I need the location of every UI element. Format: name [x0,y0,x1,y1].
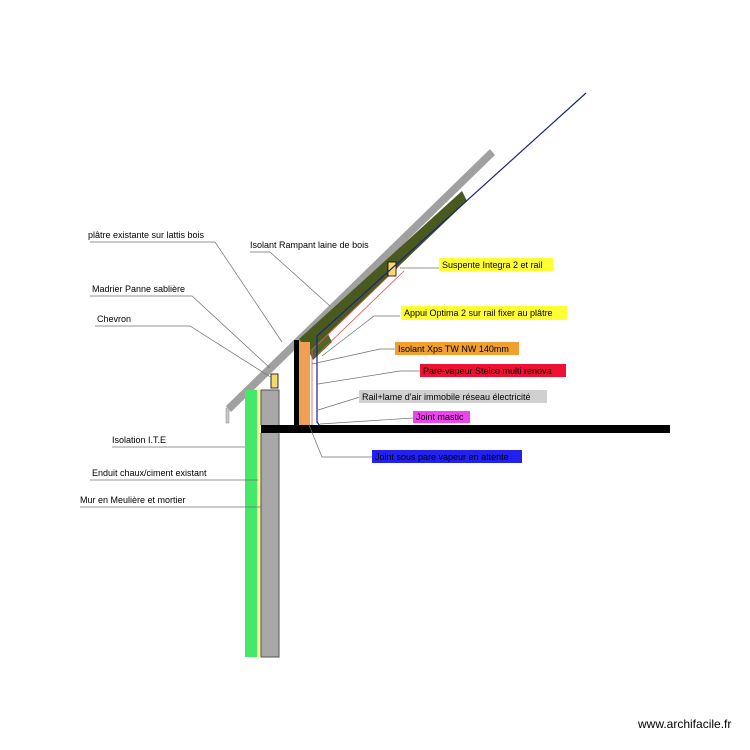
rail-air-highlight [359,390,547,403]
leader-rampant [250,251,331,307]
leader-xps [311,348,395,365]
leader-madrier [90,295,271,369]
leader-appui [321,315,400,357]
label-pare-vapeur: Pare-vapeur Steico multi renova [423,366,552,376]
label-enduit: Enduit chaux/ciment existant [92,468,207,478]
rampant-wood-insulation-lower [309,334,332,360]
label-madrier: Madrier Panne sablière [92,284,185,294]
enduit-render [257,390,261,657]
label-rampant: Isolant Rampant laine de bois [250,240,369,250]
floor-slab [261,425,670,433]
leader-platre [90,241,283,343]
xps-block [299,342,310,425]
leader-chevron [95,325,273,379]
xps-highlight [395,342,519,355]
label-joint-mastic: Joint mastic [416,412,464,422]
floor-joint [257,425,261,433]
gutter [225,407,230,424]
label-xps: Isolant Xps TW NW 140mm [398,344,509,354]
label-suspente: Suspente Integra 2 et rail [442,260,543,270]
label-chevron: Chevron [97,314,131,324]
roof-covering [226,149,495,412]
joint-sous-highlight [372,450,522,463]
suspente-rail-line-1 [311,265,400,351]
madrier-beam [294,340,299,427]
rampant-wood-insulation [299,191,467,352]
appui-highlight [401,306,567,320]
leader-lines [80,241,440,508]
label-appui: Appui Optima 2 sur rail fixer au plâtre [404,308,553,318]
ite-insulation [245,390,257,657]
leader-joint-mastic [319,417,414,425]
label-mur: Mur en Meulière et mortier [80,495,186,505]
leader-pare-vapeur [317,370,420,385]
label-platre: plâtre existante sur lattis bois [88,230,205,240]
suspente-rail-line-2 [316,270,405,356]
label-joint-sous: Joint sous pare vapeur en attente [375,452,509,462]
leader-rail-air [317,396,361,411]
joint-mastic-highlight [413,411,470,423]
meuliere-wall [260,389,280,658]
label-ite: Isolation I.T.E [112,435,166,445]
pare-vapeur-highlight [420,364,566,377]
watermark: www.archifacile.fr [637,717,731,731]
leader-joint-sous [308,424,372,458]
suspente-sabliere [270,373,279,389]
label-rail-air: Rail+lame d'air immobile réseau électric… [362,392,531,402]
suspente-highlight [439,258,553,271]
